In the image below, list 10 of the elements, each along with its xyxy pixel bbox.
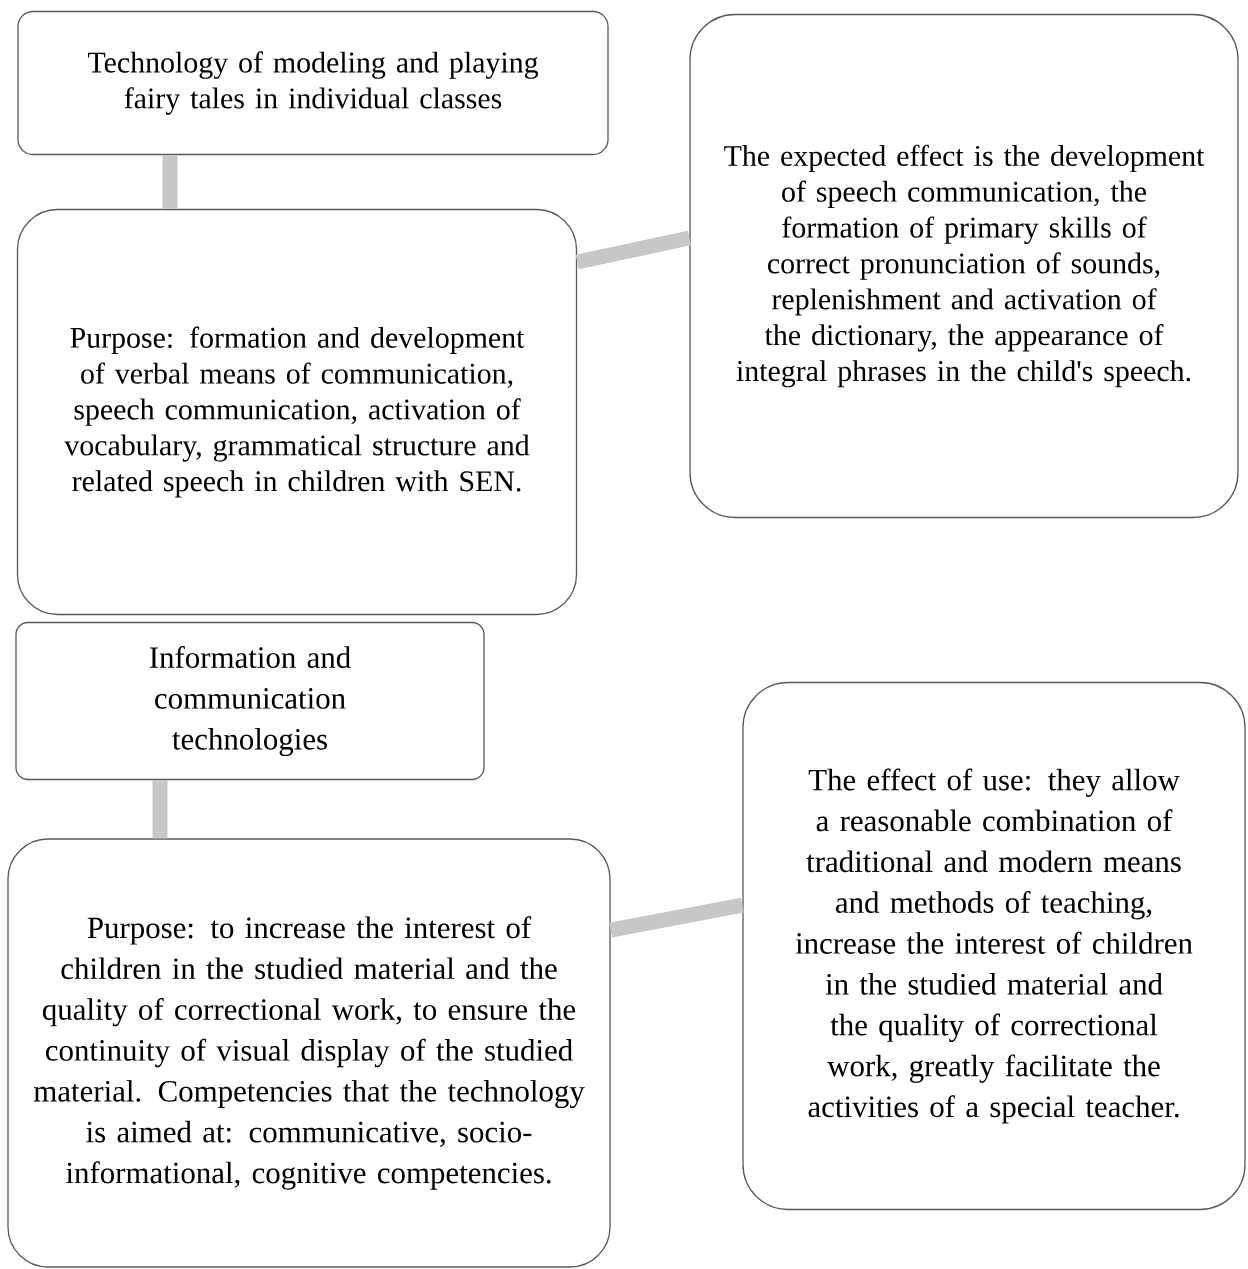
connector-line	[152, 780, 168, 839]
text-box: Information and communication technologies	[15, 621, 485, 781]
connector-line	[575, 230, 691, 270]
text-box: Purpose: to increase the interest of children in the studied material and the quality of correctional work, to ensure the continuity of visual display of the studied material. Competencies that the technology is aimed at: communicative, socio-informational, cognitive competencies.	[7, 838, 611, 1268]
connector-line	[162, 155, 178, 209]
text-box: The effect of use: they allow a reasonable combination of traditional and modern means and methods of teaching, increase the interest of children in the studied material and the quality of correctional work, greatly facilitate the activities of a special teacher.	[742, 681, 1246, 1211]
text-box: Purpose: formation and development of verbal means of communication, speech communication, activation of vocabulary, grammatical structure and related speech in children with SEN.	[16, 208, 578, 616]
text-box: Technology of modeling and playing fairy tales in individual classes	[17, 10, 609, 156]
text-box: The expected effect is the development of speech communication, the formation of primary skills of correct pronunciation of sounds, replenishment and activation of the dictionary, the appearance of integral phrases in the child's speech.	[689, 13, 1239, 519]
connector-line	[609, 897, 744, 938]
